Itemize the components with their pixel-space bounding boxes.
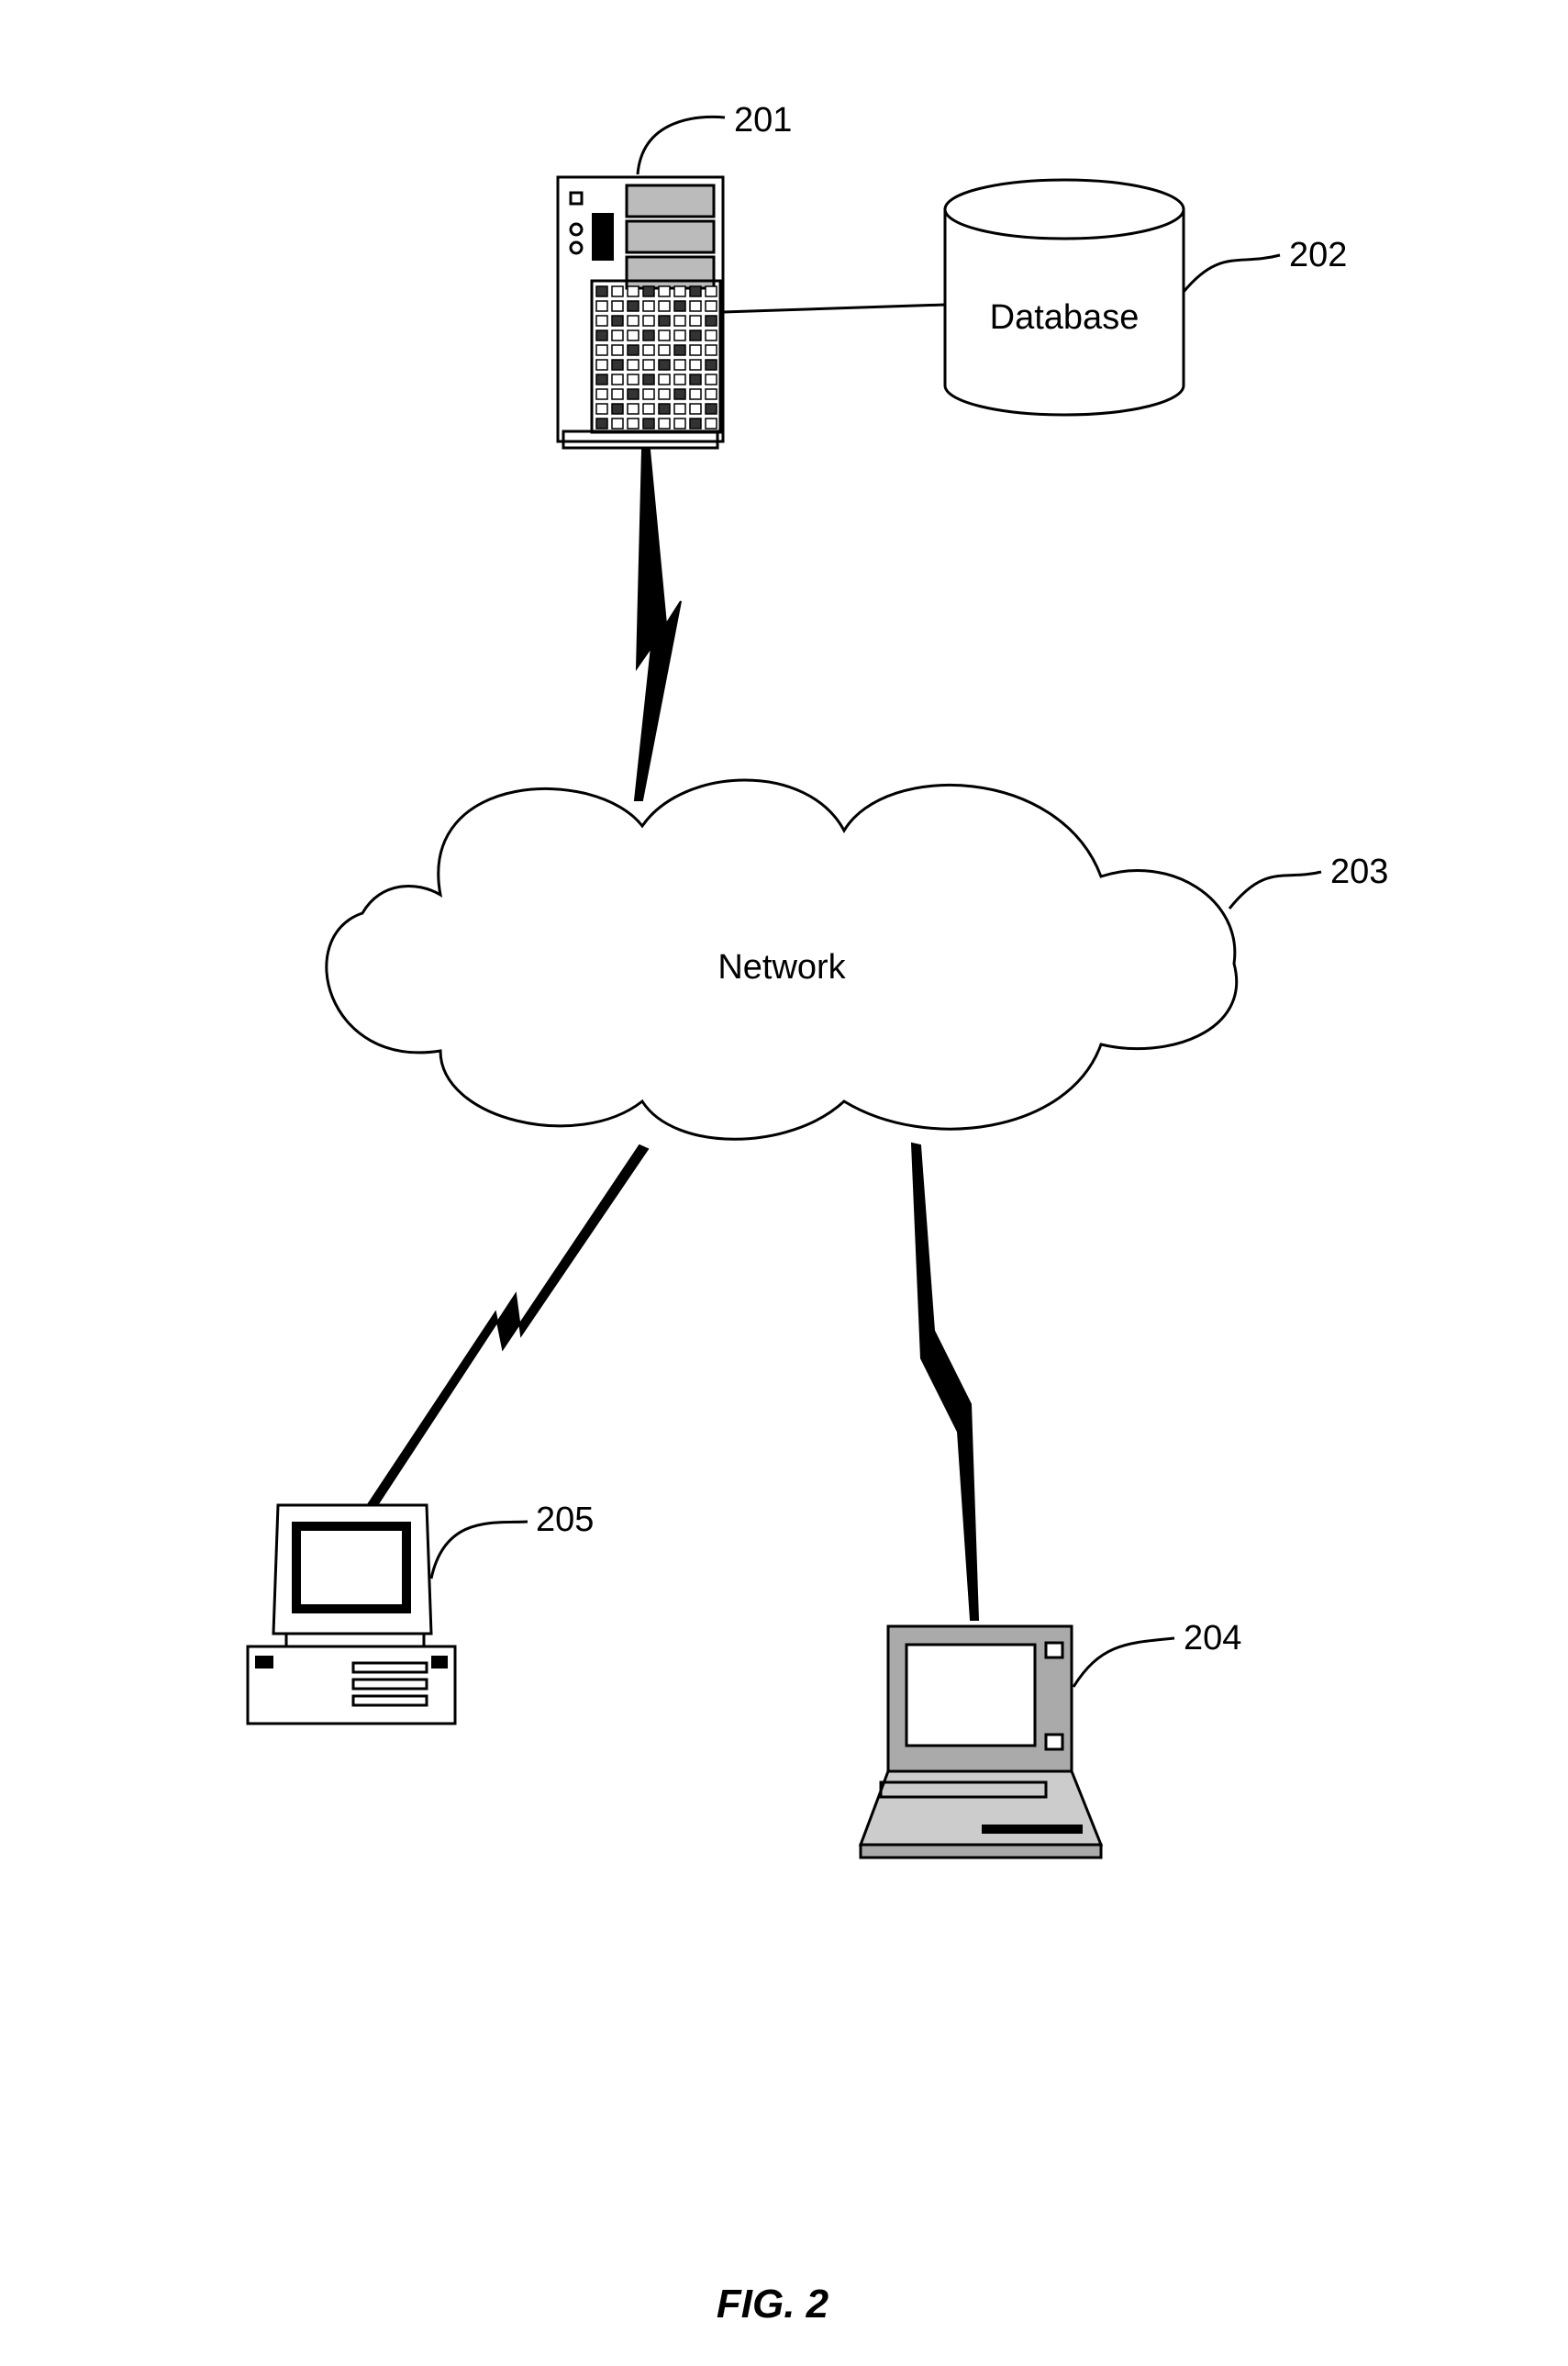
server-database-link: [723, 305, 945, 312]
ref-201: 201: [734, 101, 792, 140]
desktop-computer-icon: [248, 1505, 455, 1724]
database-cylinder-icon: [945, 180, 1184, 415]
ref-204: 204: [1184, 1619, 1241, 1657]
ref-205: 205: [536, 1501, 594, 1539]
network-label: Network: [717, 948, 846, 987]
figure-caption: FIG. 2: [717, 2282, 829, 2327]
leader-201: [638, 117, 725, 174]
database-label: Database: [990, 298, 1140, 337]
leader-202: [1184, 255, 1280, 292]
laptop-icon: [861, 1626, 1101, 1858]
leader-205: [431, 1522, 528, 1579]
ref-203: 203: [1330, 853, 1388, 891]
network-desktop-bolt: [358, 1145, 648, 1523]
leader-203: [1229, 872, 1321, 909]
server-tower-icon: [558, 177, 723, 448]
ref-202: 202: [1289, 236, 1347, 274]
server-network-bolt: [635, 450, 681, 800]
leader-204: [1073, 1638, 1174, 1687]
network-laptop-bolt: [912, 1144, 978, 1620]
